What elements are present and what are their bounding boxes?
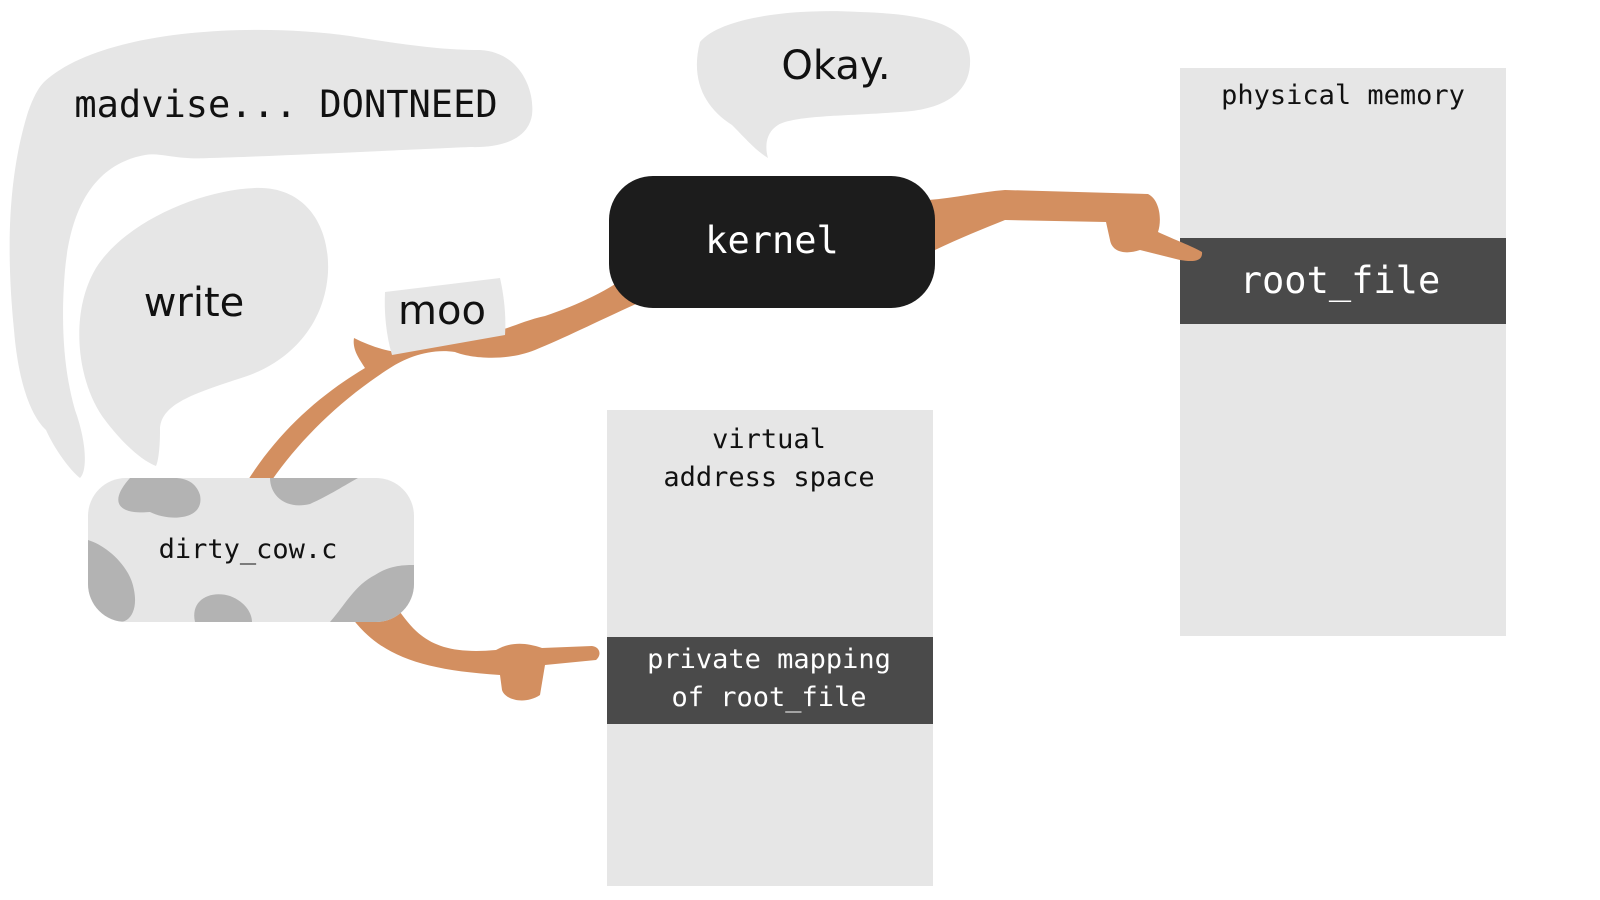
madvise-bubble-shape (9, 29, 533, 479)
moo-note-text: moo (398, 288, 486, 334)
kernel-box-shape (609, 176, 935, 308)
write-bubble-text: write (144, 280, 245, 326)
dirty-cow-process-box[interactable]: dirty_cow.c (88, 478, 414, 622)
dirty-cow-label: dirty_cow.c (159, 534, 338, 565)
madvise-speech-bubble: madvise... DONTNEED (9, 29, 533, 479)
physical-memory-root-file-label: root_file (1240, 259, 1440, 303)
arm-process-to-kernel (248, 270, 645, 480)
write-speech-bubble: write (79, 187, 329, 467)
moo-note-shape (384, 278, 506, 355)
okay-speech-bubble: Okay. (696, 11, 971, 159)
cow-spot-1 (118, 478, 201, 518)
okay-bubble-text: Okay. (781, 43, 890, 89)
write-bubble-shape (79, 187, 329, 467)
okay-bubble-shape (696, 11, 971, 159)
private-mapping-label-line1: private mapping (647, 644, 891, 675)
physical-memory-root-file-region[interactable] (1180, 238, 1506, 324)
arm-process-to-private-mapping (352, 612, 600, 701)
arm-kernel-to-physical-memory-shape (928, 190, 1203, 262)
arm-process-to-private-mapping-shape (352, 612, 600, 701)
cow-spot-3 (88, 540, 136, 622)
physical-memory-block: physical memory root_file (1180, 68, 1506, 636)
cow-spot-4 (194, 594, 252, 622)
physical-memory-background (1180, 68, 1506, 636)
private-mapping-label-line2: of root_file (671, 682, 866, 713)
physical-memory-title: physical memory (1221, 80, 1465, 111)
virtual-address-space-block: virtual address space private mapping of… (607, 410, 933, 886)
moo-note: moo (384, 278, 506, 355)
arm-kernel-to-physical-memory (928, 190, 1203, 262)
virtual-address-space-title-line1: virtual (712, 424, 826, 455)
cow-spot-5 (330, 565, 414, 622)
kernel-label: kernel (705, 219, 839, 262)
virtual-address-space-title-line2: address space (663, 462, 874, 493)
arm-process-to-kernel-shape (248, 270, 645, 480)
private-mapping-region[interactable] (607, 637, 933, 724)
kernel-box[interactable]: kernel (609, 176, 935, 308)
madvise-bubble-text: madvise... DONTNEED (74, 83, 497, 126)
cow-spots (88, 478, 414, 622)
cow-spot-2 (270, 478, 358, 506)
